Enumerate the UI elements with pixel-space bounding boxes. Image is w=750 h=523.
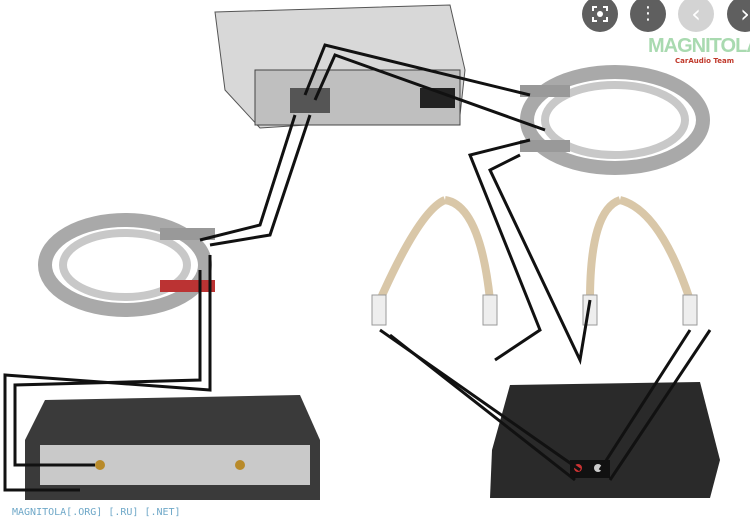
more-options-button[interactable]: ⋮ [630, 0, 666, 32]
previous-button[interactable]: ‹ [678, 0, 714, 32]
signal-wires [3, 43, 712, 492]
rca-cable-coil-top-right [520, 65, 710, 175]
amplifier-left [25, 395, 320, 500]
rca-cable-coil-left [38, 213, 215, 317]
y-splitter-right [582, 196, 698, 326]
more-vertical-icon: ⋮ [639, 3, 657, 24]
watermark-text: MAGNITOLA[.ORG] [.RU] [.NET] [12, 507, 181, 518]
y-splitter-left [371, 196, 498, 326]
lens-icon [592, 6, 608, 22]
next-button[interactable]: › [727, 0, 750, 32]
visual-search-button[interactable] [582, 0, 618, 32]
chevron-left-icon: ‹ [691, 0, 701, 28]
chevron-right-icon: › [740, 0, 750, 28]
head-unit [214, 4, 466, 129]
